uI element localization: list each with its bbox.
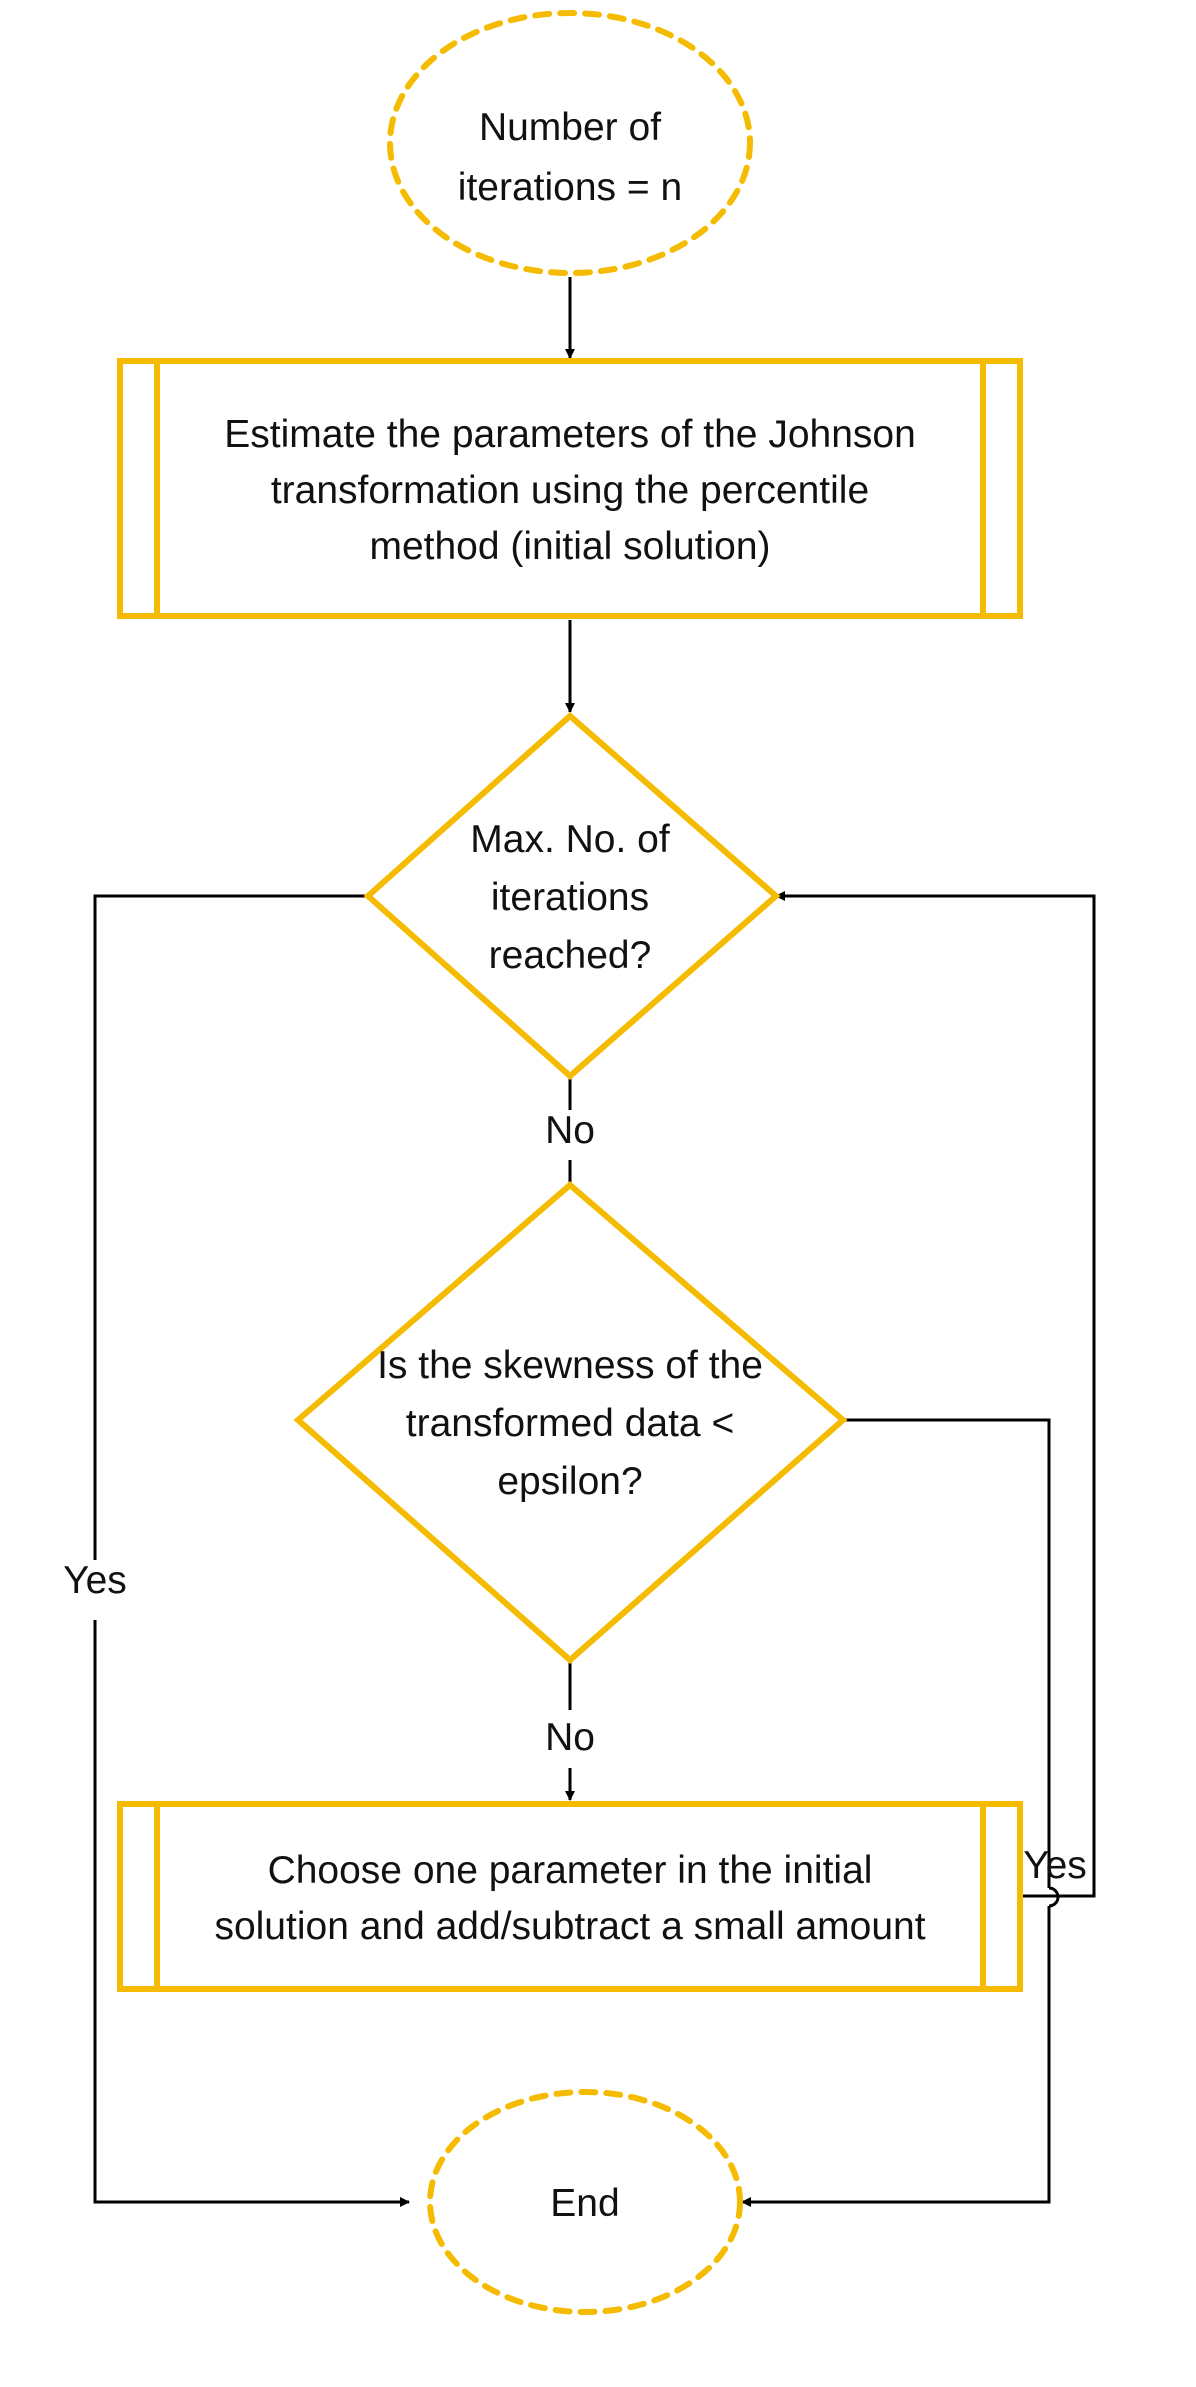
start-node: Number of iterations = n (387, 10, 753, 276)
start-line-2: iterations = n (458, 166, 682, 209)
estimate-process-node: Estimate the parameters of the Johnson t… (117, 358, 1023, 619)
edge-labels: No Yes No Yes (63, 1109, 1087, 1887)
max-iter-yes-label: Yes (63, 1559, 127, 1602)
connector-skewness-to-end-upper (843, 1418, 1051, 1888)
choose-process-node: Choose one parameter in the initial solu… (117, 1801, 1023, 1992)
estimate-line-2: transformation using the percentile (271, 469, 869, 512)
skewness-decision: Is the skewness of the transformed data … (293, 1181, 848, 1664)
skewness-line-3: epsilon? (497, 1460, 642, 1503)
max-iterations-decision: Max. No. of iterations reached? (363, 711, 781, 1081)
skewness-line-1: Is the skewness of the (377, 1344, 763, 1387)
max-iter-line-3: reached? (489, 934, 652, 977)
estimate-line-3: method (initial solution) (369, 525, 770, 568)
end-node: End (427, 2089, 743, 2315)
connector-max-iterations-to-end-lower (93, 1620, 410, 2207)
connector-max-iterations-to-end (93, 894, 368, 1560)
connectors (93, 277, 1096, 2207)
max-iter-line-1: Max. No. of (470, 818, 670, 861)
connector-skewness-to-end-lower (741, 1906, 1051, 2207)
skewness-line-2: transformed data < (406, 1402, 734, 1445)
estimate-line-1: Estimate the parameters of the Johnson (224, 413, 916, 456)
connector-choose-loop-back (775, 891, 1096, 1898)
skewness-yes-label: Yes (1023, 1844, 1087, 1887)
choose-line-2: solution and add/subtract a small amount (214, 1905, 925, 1948)
choose-line-1: Choose one parameter in the initial (268, 1849, 873, 1892)
skewness-no-label: No (545, 1716, 595, 1759)
start-line-1: Number of (479, 106, 661, 149)
max-iter-no-label: No (545, 1109, 595, 1152)
end-label: End (550, 2182, 619, 2225)
max-iter-line-2: iterations (491, 876, 649, 919)
